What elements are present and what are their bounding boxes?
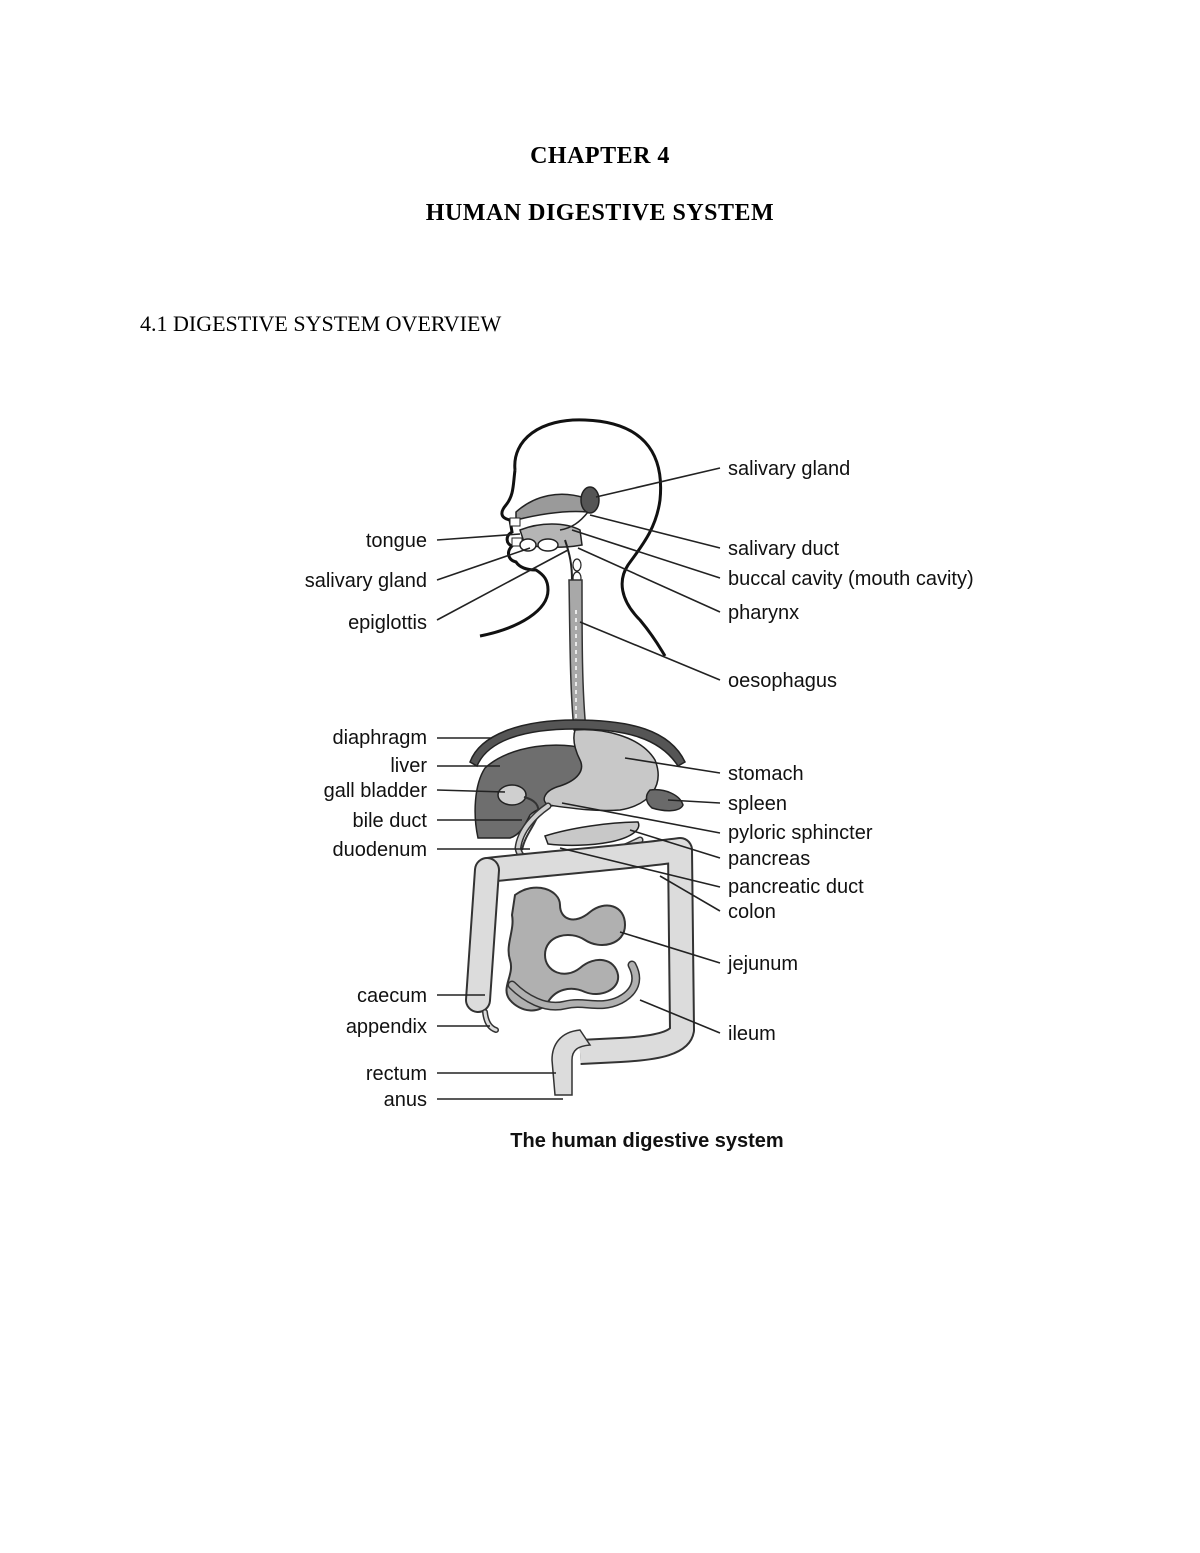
label-liver: liver xyxy=(390,755,427,777)
leader-lines xyxy=(436,467,721,1100)
label-pancreatic-duct: pancreatic duct xyxy=(728,876,864,898)
label-spleen: spleen xyxy=(728,793,787,815)
label-colon: colon xyxy=(728,901,776,923)
label-rectum: rectum xyxy=(366,1063,427,1085)
chapter-title: HUMAN DIGESTIVE SYSTEM xyxy=(425,200,775,226)
diaphragm xyxy=(469,719,686,768)
nasal-cavity xyxy=(515,493,589,521)
label-anus: anus xyxy=(384,1089,427,1111)
figure-caption: The human digestive system xyxy=(510,1130,783,1152)
label-salivary-duct: salivary duct xyxy=(728,538,840,560)
chapter-heading: CHAPTER 4 xyxy=(530,143,670,169)
label-oesophagus: oesophagus xyxy=(728,670,837,692)
label-tongue: tongue xyxy=(366,530,427,552)
colon xyxy=(465,837,695,1065)
parotid-salivary-gland xyxy=(580,486,600,514)
label-bile-duct: bile duct xyxy=(353,810,428,832)
label-salivary-gland-right: salivary gland xyxy=(728,458,850,480)
rectum xyxy=(551,1029,592,1096)
label-stomach: stomach xyxy=(728,763,804,785)
label-appendix: appendix xyxy=(346,1016,427,1038)
spleen xyxy=(645,788,684,812)
label-buccal-cavity: buccal cavity (mouth cavity) xyxy=(728,568,974,590)
section-heading: 4.1 DIGESTIVE SYSTEM OVERVIEW xyxy=(140,311,502,336)
head-outline xyxy=(479,418,667,657)
label-diaphragm: diaphragm xyxy=(332,727,427,749)
label-pharynx: pharynx xyxy=(728,602,799,624)
stomach xyxy=(543,728,659,812)
label-pancreas: pancreas xyxy=(728,848,810,870)
label-jejunum: jejunum xyxy=(727,953,798,975)
label-caecum: caecum xyxy=(357,985,427,1007)
label-salivary-gland-left: salivary gland xyxy=(305,570,427,592)
label-pyloric-sphincter: pyloric sphincter xyxy=(728,822,873,844)
label-epiglottis: epiglottis xyxy=(348,612,427,634)
label-duodenum: duodenum xyxy=(332,839,427,861)
gall-bladder xyxy=(497,784,527,806)
label-ileum: ileum xyxy=(728,1023,776,1045)
oesophagus xyxy=(568,579,587,731)
small-intestine xyxy=(505,886,641,1012)
pancreas xyxy=(544,821,640,847)
label-gall-bladder: gall bladder xyxy=(324,780,428,802)
